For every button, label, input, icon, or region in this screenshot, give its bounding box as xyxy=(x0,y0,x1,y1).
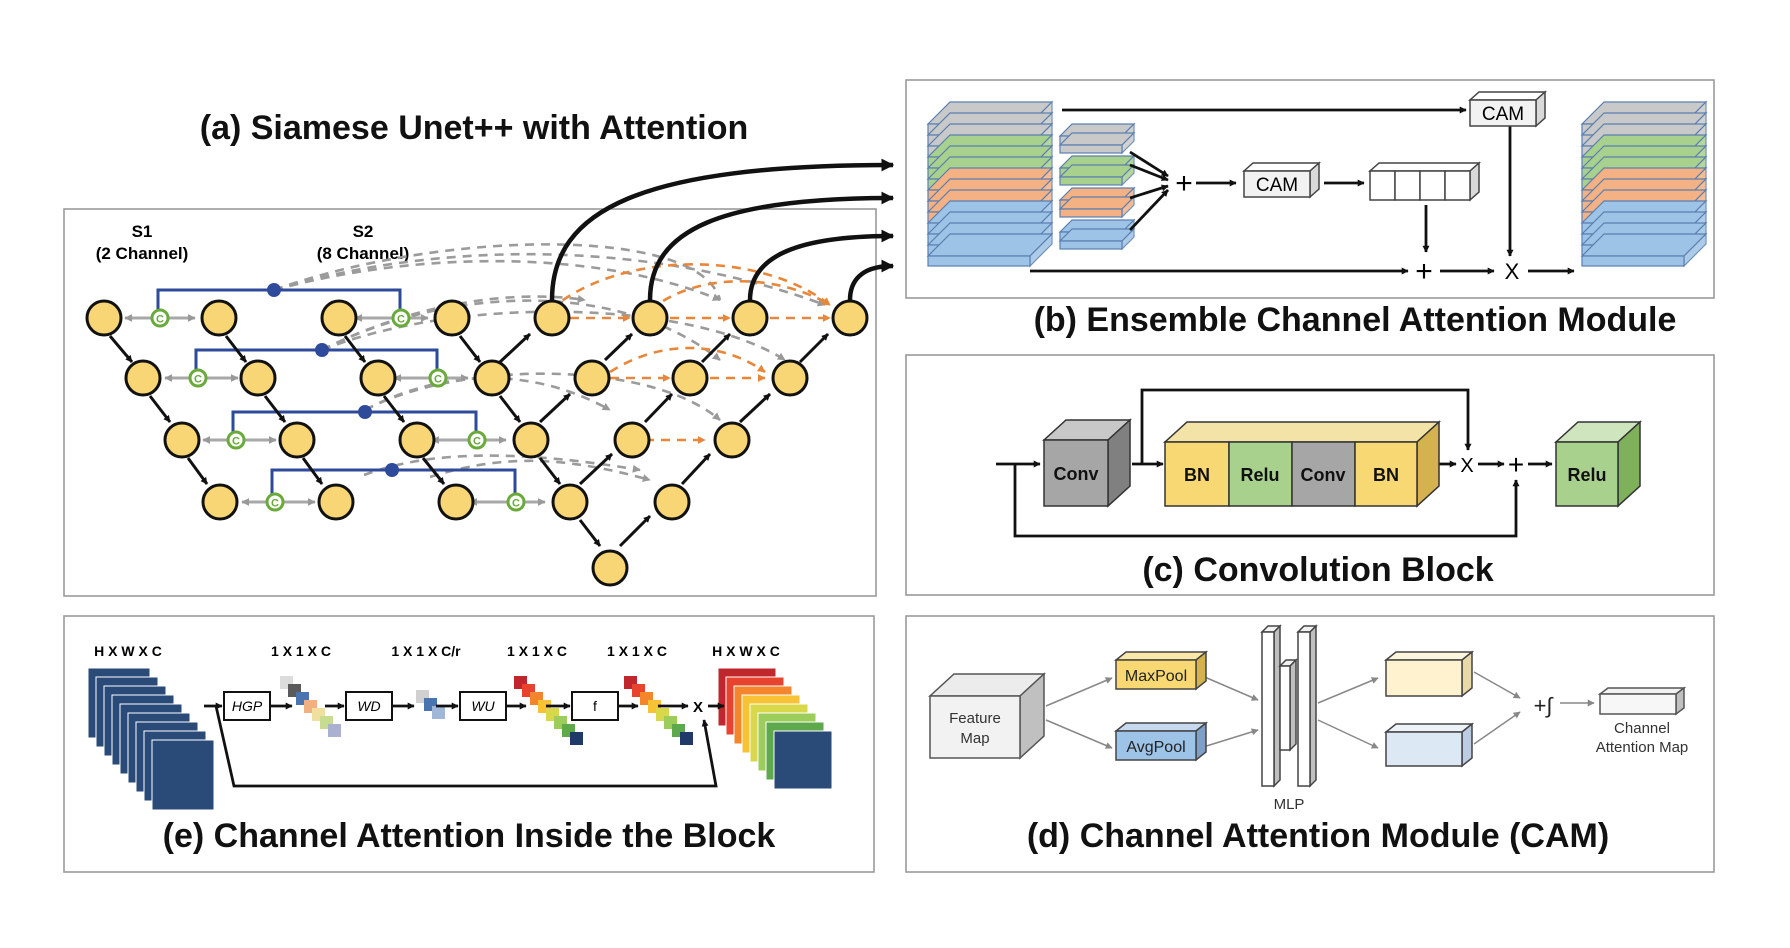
svg-text:Conv: Conv xyxy=(1054,464,1099,484)
s2-label: S2 xyxy=(353,222,374,241)
output-label-1: Channel xyxy=(1614,720,1670,737)
attention-flow-arrows xyxy=(204,702,725,788)
output-label-2: Attention Map xyxy=(1596,739,1689,756)
svg-text:C: C xyxy=(434,374,442,386)
concat-markers: C C C C C C C C xyxy=(150,308,526,512)
channel-cell xyxy=(680,732,693,745)
output-slice xyxy=(773,730,833,790)
dim-output: H X W X C xyxy=(712,643,780,659)
dim-d: 1 X 1 X C/r xyxy=(391,643,461,659)
svg-text:Map: Map xyxy=(960,730,989,747)
output-feature-stack xyxy=(1580,100,1708,268)
svg-text:C: C xyxy=(232,436,240,448)
slab-group-layer xyxy=(1058,131,1136,155)
svg-text:Feature: Feature xyxy=(949,710,1001,727)
attention-vector xyxy=(1368,161,1481,202)
sum-sigmoid-operator: +∫ xyxy=(1534,693,1555,718)
panel-e-title: (e) Channel Attention Inside the Block xyxy=(163,817,776,855)
op-boxes xyxy=(223,691,619,721)
slab-layer xyxy=(1580,232,1708,268)
svg-text:C: C xyxy=(194,374,202,386)
panel-e: (e) Channel Attention Inside the Block H… xyxy=(63,615,875,873)
op-f-label: f xyxy=(593,698,597,714)
multiply-operator: X xyxy=(1505,259,1520,284)
input-tensor-stack xyxy=(87,667,215,811)
dim-f: 1 X 1 X C xyxy=(607,643,667,659)
scale-multiply: X xyxy=(693,699,703,716)
panel-a-frame xyxy=(63,208,877,597)
panel-a: (a) Siamese Unet++ with Attention S1 (2 … xyxy=(63,109,895,597)
conv-multiply: X xyxy=(1460,455,1473,477)
svg-text:CAM: CAM xyxy=(1256,175,1298,196)
svg-text:CAM: CAM xyxy=(1482,104,1524,125)
sum-operator: + xyxy=(1175,167,1193,200)
dim-u: 1 X 1 X C xyxy=(507,643,567,659)
conv-sequence: BN Relu Conv BN xyxy=(1163,420,1441,508)
s1-label: S1 xyxy=(132,222,153,241)
grouped-feature-stack xyxy=(1058,122,1136,251)
conv-label-2: Conv xyxy=(1301,465,1346,485)
slab-layer xyxy=(926,232,1054,268)
dim-input: H X W X C xyxy=(94,643,162,659)
svg-text:C: C xyxy=(271,498,279,510)
slab-group-layer xyxy=(1058,163,1136,187)
cam-box-middle: CAM xyxy=(1242,161,1321,199)
slab-group-layer xyxy=(1058,227,1136,251)
blue-junction-dots xyxy=(267,283,399,477)
unet-nodes xyxy=(85,299,869,587)
panel-c: (c) Convolution Block X + Conv BN xyxy=(905,354,1715,596)
maxpool-vector xyxy=(1383,650,1475,698)
op-d-label: WD xyxy=(357,698,380,714)
maxpool-box: MaxPool xyxy=(1113,650,1209,691)
svg-text:C: C xyxy=(473,436,481,448)
input-slice xyxy=(151,739,215,811)
output-arrows xyxy=(549,158,895,301)
sum-operator-bottom: + xyxy=(1415,255,1433,288)
panel-d: (d) Channel Attention Module (CAM) Featu… xyxy=(905,615,1715,873)
s1-channel-label: (2 Channel) xyxy=(96,244,189,263)
cam-box-top: CAM xyxy=(1468,90,1547,128)
conv-sum: + xyxy=(1508,449,1524,480)
encoder-decoder-arrows xyxy=(108,332,830,548)
cam-arrows xyxy=(1045,671,1595,749)
channel-cell xyxy=(328,724,341,737)
panel-d-title: (d) Channel Attention Module (CAM) xyxy=(1027,817,1609,855)
op-gp-label: HGP xyxy=(232,698,263,714)
channel-attention-map xyxy=(1597,686,1687,716)
input-feature-stack xyxy=(926,100,1054,268)
avgpool-vector xyxy=(1383,722,1475,768)
channel-vectors xyxy=(280,676,693,745)
orange-skip-connections xyxy=(549,263,831,444)
svg-text:C: C xyxy=(512,498,520,510)
svg-text:C: C xyxy=(397,314,405,326)
panel-b-title: (b) Ensemble Channel Attention Module xyxy=(1034,301,1677,339)
bn-label-2: BN xyxy=(1373,465,1399,485)
svg-text:C: C xyxy=(156,314,164,326)
dim-gp: 1 X 1 X C xyxy=(271,643,331,659)
conv-box-1: Conv xyxy=(1042,418,1132,508)
relu-label-1: Relu xyxy=(1240,465,1279,485)
op-u-label: WU xyxy=(471,698,495,714)
channel-cell xyxy=(570,732,583,745)
panel-a-title: (a) Siamese Unet++ with Attention xyxy=(200,109,749,147)
panel-c-title: (c) Convolution Block xyxy=(1142,551,1493,589)
channel-cell xyxy=(432,706,445,719)
svg-text:MaxPool: MaxPool xyxy=(1125,668,1187,685)
svg-text:Relu: Relu xyxy=(1567,465,1606,485)
svg-text:AvgPool: AvgPool xyxy=(1126,739,1185,756)
panel-b: (b) Ensemble Channel Attention Module + … xyxy=(905,79,1715,339)
slab-group-layer xyxy=(1058,195,1136,219)
mlp-label: MLP xyxy=(1274,796,1305,813)
ensemble-arrows xyxy=(1030,106,1575,275)
output-tensor-stack xyxy=(717,667,833,790)
relu-output-box: Relu xyxy=(1554,420,1642,508)
avgpool-box: AvgPool xyxy=(1113,721,1209,762)
s2-channel-label: (8 Channel) xyxy=(317,244,410,263)
gray-skip-connections xyxy=(273,243,826,482)
feature-map-box: Feature Map xyxy=(928,672,1046,760)
bn-label-1: BN xyxy=(1184,465,1210,485)
mlp-bars xyxy=(1260,624,1318,788)
